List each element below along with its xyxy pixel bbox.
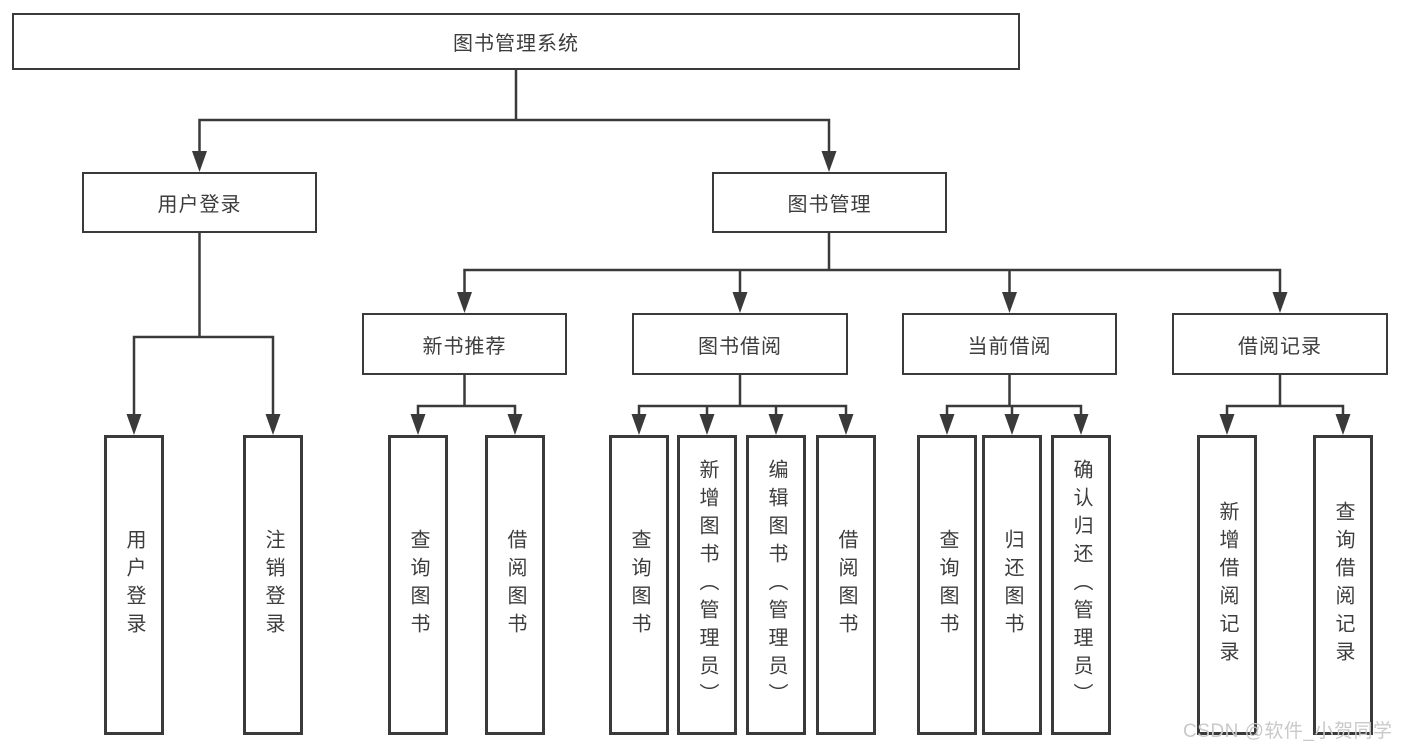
node-book-borrow-label: 图书借阅	[698, 335, 782, 358]
leaf-user-login: 用户登录	[104, 435, 164, 735]
csdn-watermark: CSDN @软件_小贺同学	[1183, 721, 1393, 742]
arrow-leaf-a2	[507, 414, 523, 435]
node-book-borrow: 图书借阅	[632, 313, 848, 375]
edge-user-split	[132, 231, 275, 418]
leaf-query-books-current-label: 查询图书	[936, 529, 958, 641]
leaf-user-login-label: 用户登录	[123, 529, 145, 641]
arrow-leaf-b1	[631, 414, 647, 435]
arrow-leaf-d2	[1335, 414, 1351, 435]
arrow-to-currentborrow	[1002, 292, 1017, 313]
leaf-query-books-current: 查询图书	[917, 435, 977, 735]
arrow-to-newbook	[457, 292, 472, 313]
leaf-borrow-books-rec-label: 借阅图书	[504, 529, 526, 641]
leaf-query-books-rec: 查询图书	[388, 435, 448, 735]
node-new-book-rec-label: 新书推荐	[422, 335, 507, 358]
edge-root-split	[198, 68, 831, 155]
leaf-return-books: 归还图书	[982, 435, 1042, 735]
arrow-leaf-c3	[1073, 414, 1089, 435]
edge-mgmt-split	[463, 231, 1282, 296]
edge-newbook-split	[416, 373, 517, 418]
leaf-add-books-admin: 新增图书（管理员）	[677, 435, 737, 735]
leaf-confirm-return-admin-label: 确认归还（管理员）	[1070, 459, 1092, 711]
arrow-leaf-c1	[939, 414, 955, 435]
node-root-label: 图书管理系统	[453, 33, 579, 55]
node-book-mgmt-label: 图书管理	[787, 194, 872, 216]
node-user-login-label: 用户登录	[157, 194, 242, 216]
leaf-confirm-return-admin: 确认归还（管理员）	[1051, 435, 1111, 735]
edge-records-split	[1225, 373, 1345, 418]
leaf-query-books-borrow: 查询图书	[609, 435, 669, 735]
arrow-leaf-b2	[699, 414, 715, 435]
node-borrow-records-label: 借阅记录	[1238, 335, 1322, 358]
node-borrow-records: 借阅记录	[1172, 313, 1388, 375]
leaf-borrow-books: 借阅图书	[816, 435, 876, 735]
arrow-leaf-a1	[410, 414, 426, 435]
edge-current-split	[945, 373, 1083, 418]
leaf-query-books-rec-label: 查询图书	[407, 529, 429, 641]
edge-borrow-split	[637, 373, 848, 418]
leaf-logout-label: 注销登录	[262, 529, 284, 641]
leaf-edit-books-admin: 编辑图书（管理员）	[746, 435, 806, 735]
node-new-book-rec: 新书推荐	[362, 313, 567, 375]
leaf-edit-books-admin-label: 编辑图书（管理员）	[765, 459, 787, 711]
leaf-add-books-admin-label: 新增图书（管理员）	[696, 459, 718, 711]
arrow-leaf-u2	[265, 414, 281, 435]
leaf-add-borrow-record-label: 新增借阅记录	[1216, 501, 1238, 669]
leaf-borrow-books-rec: 借阅图书	[485, 435, 545, 735]
leaf-add-borrow-record: 新增借阅记录	[1197, 435, 1257, 735]
node-root-system: 图书管理系统	[12, 13, 1020, 70]
leaf-borrow-books-label: 借阅图书	[835, 529, 857, 641]
arrow-to-user-login	[192, 151, 207, 172]
node-current-borrow: 当前借阅	[902, 313, 1117, 375]
node-book-mgmt: 图书管理	[712, 172, 947, 233]
arrow-leaf-c2	[1004, 414, 1020, 435]
arrow-to-book-mgmt	[821, 151, 837, 172]
arrow-leaf-u1	[126, 414, 142, 435]
leaf-query-books-borrow-label: 查询图书	[628, 529, 650, 641]
node-current-borrow-label: 当前借阅	[967, 335, 1052, 358]
leaf-logout: 注销登录	[243, 435, 303, 735]
leaf-return-books-label: 归还图书	[1001, 529, 1023, 641]
arrow-leaf-b3	[768, 414, 784, 435]
leaf-query-borrow-record-label: 查询借阅记录	[1332, 501, 1354, 669]
arrow-to-bookborrow	[732, 292, 748, 313]
node-user-login: 用户登录	[82, 172, 317, 233]
leaf-query-borrow-record: 查询借阅记录	[1313, 435, 1373, 735]
arrow-leaf-d1	[1219, 414, 1235, 435]
arrow-to-records	[1272, 292, 1288, 313]
arrow-leaf-b4	[838, 414, 854, 435]
arrowheads	[126, 151, 1351, 435]
